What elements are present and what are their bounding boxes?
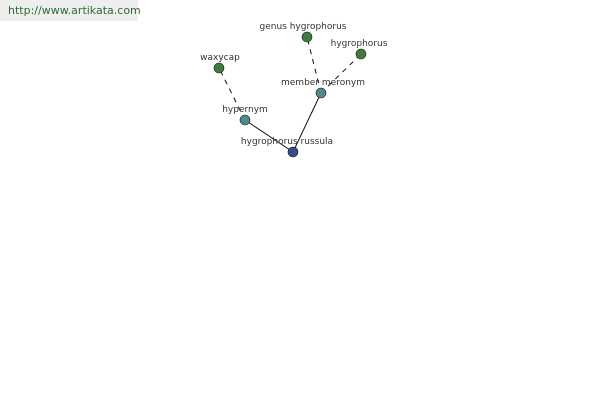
edges-layer (218, 36, 362, 153)
node-hygrophorus[interactable] (355, 48, 367, 60)
edge-hygrophorus-russula-to-member-meronym (292, 92, 322, 153)
node-genus-hygrophorus[interactable] (301, 31, 313, 43)
node-waxycap[interactable] (213, 62, 225, 74)
nodes-layer (213, 31, 367, 158)
node-label-hypernym[interactable]: hypernym (222, 105, 268, 115)
node-label-hygrophorus[interactable]: hygrophorus (331, 39, 388, 49)
website-url-link[interactable]: http://www.artikata.com (8, 4, 141, 17)
node-label-waxycap[interactable]: waxycap (200, 53, 240, 63)
node-label-genus-hygrophorus[interactable]: genus hygrophorus (260, 22, 347, 32)
labels-layer: hygrophorus russula hypernym member merony… (200, 22, 388, 147)
url-banner: http://www.artikata.com (0, 0, 141, 21)
node-hygrophorus-russula[interactable] (287, 146, 299, 158)
node-member-meronym[interactable] (315, 87, 327, 99)
node-label-hygrophorus-russula[interactable]: hygrophorus russula (241, 137, 333, 147)
edge-hygrophorus-russula-to-hypernym (244, 119, 294, 153)
node-label-member-meronym[interactable]: member meronym (281, 78, 365, 88)
node-hypernym[interactable] (239, 114, 251, 126)
